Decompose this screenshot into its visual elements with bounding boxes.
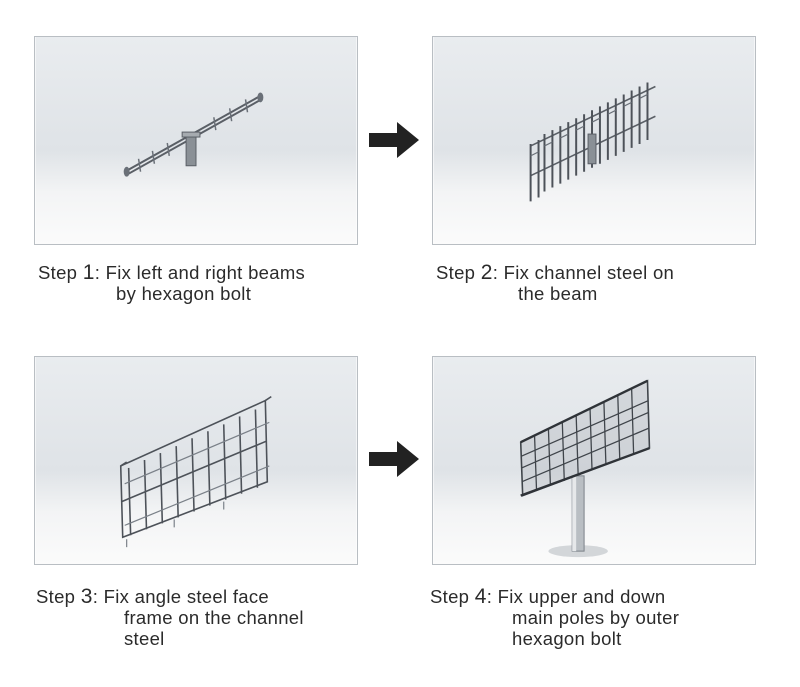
step-text: main poles by outer xyxy=(512,607,680,628)
step-3-caption: Step 3: Fix angle steel face frame on th… xyxy=(36,586,304,649)
arrow-right-icon xyxy=(369,441,419,477)
step-text: Fix angle steel face xyxy=(103,586,269,607)
arrow-right-icon xyxy=(369,122,419,158)
step-1-caption: Step 1: Fix left and right beams by hexa… xyxy=(38,262,305,304)
step-separator: : xyxy=(492,262,499,283)
step-text: by hexagon bolt xyxy=(116,283,252,304)
beam-illustration xyxy=(35,37,357,244)
step-label: Step xyxy=(38,262,78,283)
step-2-caption: Step 2: Fix channel steel on the beam xyxy=(436,262,674,304)
billboard-illustration xyxy=(433,357,755,564)
channel-steel-illustration xyxy=(433,37,755,244)
step-text: frame on the channel xyxy=(124,607,304,628)
step-number: 3 xyxy=(80,585,93,608)
step-1-image xyxy=(34,36,358,245)
step-text: steel xyxy=(124,628,165,649)
step-text: Fix upper and down xyxy=(497,586,666,607)
caption-line: Step 2: Fix channel steel on xyxy=(436,262,674,283)
step-3-image xyxy=(34,356,358,565)
caption-line: Step 3: Fix angle steel face xyxy=(36,586,304,607)
caption-line: Step 1: Fix left and right beams xyxy=(38,262,305,283)
step-number: 1 xyxy=(82,261,95,284)
step-text: the beam xyxy=(518,283,598,304)
step-2-image xyxy=(432,36,756,245)
step-label: Step xyxy=(430,586,470,607)
step-text: hexagon bolt xyxy=(512,628,622,649)
step-4-image xyxy=(432,356,756,565)
step-separator: : xyxy=(92,586,99,607)
face-frame-illustration xyxy=(35,357,357,564)
step-text: Fix left and right beams xyxy=(105,262,306,283)
step-label: Step xyxy=(436,262,476,283)
caption-line: Step 4: Fix upper and down xyxy=(430,586,679,607)
step-number: 4 xyxy=(474,585,487,608)
step-label: Step xyxy=(36,586,76,607)
step-4-caption: Step 4: Fix upper and down main poles by… xyxy=(430,586,679,649)
step-number: 2 xyxy=(480,261,493,284)
step-text: Fix channel steel on xyxy=(503,262,675,283)
step-separator: : xyxy=(94,262,101,283)
step-separator: : xyxy=(486,586,493,607)
